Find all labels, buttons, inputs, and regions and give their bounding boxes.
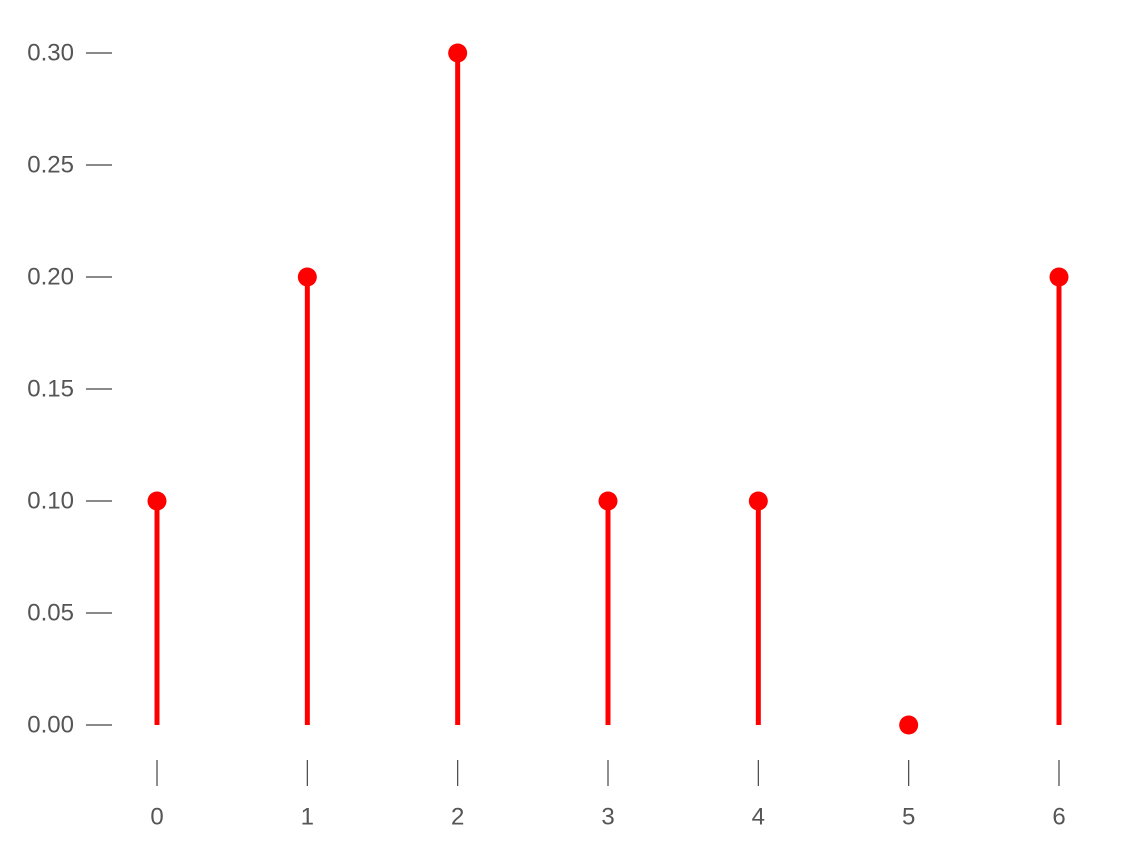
stem-marker	[147, 491, 167, 511]
y-tick-label: 0.30	[27, 40, 74, 67]
stem-series	[147, 43, 1069, 735]
stem-marker	[598, 491, 618, 511]
x-tick-label: 5	[902, 804, 915, 831]
y-tick-label: 0.25	[27, 152, 74, 179]
x-tick-label: 1	[301, 804, 314, 831]
x-tick-label: 2	[451, 804, 464, 831]
x-tick-label: 6	[1052, 804, 1065, 831]
x-tick-label: 4	[752, 804, 765, 831]
stem-marker	[899, 715, 919, 735]
y-tick-label: 0.20	[27, 264, 74, 291]
y-tick-label: 0.05	[27, 600, 74, 627]
x-axis: 0 1 2 3 4 5 6	[150, 760, 1066, 831]
x-tick-label: 3	[601, 804, 614, 831]
stem-marker	[748, 491, 768, 511]
stem-marker	[1049, 267, 1069, 287]
stem-marker	[448, 43, 468, 63]
y-tick-label: 0.15	[27, 376, 74, 403]
x-tick-label: 0	[150, 804, 163, 831]
y-tick-label: 0.00	[27, 712, 74, 739]
y-axis: 0.00 0.05 0.10 0.15 0.20 0.25 0.30	[27, 40, 112, 739]
y-tick-label: 0.10	[27, 488, 74, 515]
stem-marker	[297, 267, 317, 287]
